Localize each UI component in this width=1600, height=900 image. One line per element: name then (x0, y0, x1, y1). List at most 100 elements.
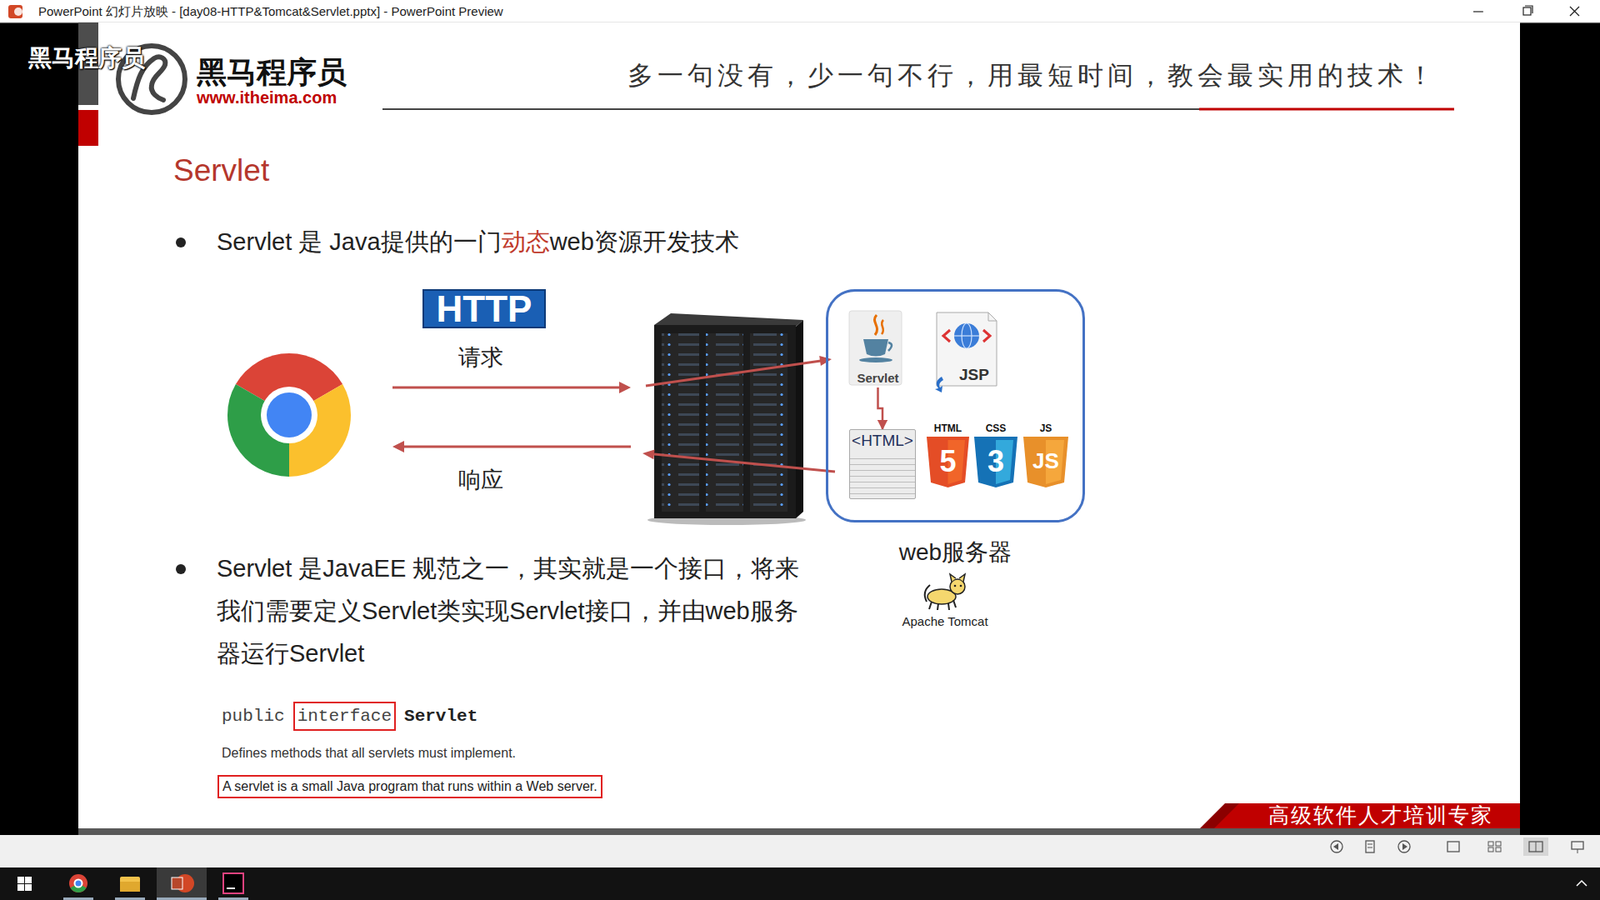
slide-bottom-bar (78, 828, 1520, 835)
cat-legs (929, 600, 956, 610)
request-arrow (392, 386, 621, 390)
logo-red-block (78, 110, 99, 146)
icon-caption: HTML (926, 423, 970, 435)
globe (954, 323, 980, 349)
next-button (1402, 843, 1408, 850)
idea-icon (223, 873, 244, 894)
running-indicator (156, 897, 207, 900)
menu-button (1367, 847, 1373, 849)
header-line (382, 108, 1455, 110)
http-arrows (392, 381, 631, 453)
code-bracket (943, 330, 950, 342)
rack-column (705, 333, 744, 512)
running-indicator (115, 897, 145, 900)
slide-title: Servlet (173, 153, 270, 190)
start-button (25, 884, 32, 891)
bullet-dot (175, 564, 186, 575)
slideshow-button (1577, 849, 1579, 854)
icon-caption: JS (1023, 423, 1069, 435)
slogan: 多一句没有，少一句不行，用最短时间，教会最实用的技术！ (627, 60, 1438, 91)
close-button (1570, 6, 1580, 16)
title-bar (0, 0, 1600, 23)
document-page (936, 312, 997, 386)
sorter-view-button (1488, 841, 1494, 846)
sorter-view-button (1495, 841, 1501, 846)
taskbar (0, 867, 1600, 900)
chrome-center (266, 392, 312, 438)
doc-text: A servlet is a small Java program that r… (217, 775, 603, 799)
return-arrow (654, 454, 835, 472)
chrome-taskbar-icon (75, 880, 83, 888)
tomcat-logo (925, 574, 965, 610)
app-icon (8, 5, 23, 19)
cat-eye (954, 585, 957, 588)
reading-view-button (1529, 841, 1543, 852)
icon-caption: CSS (974, 423, 1018, 435)
rack-column (661, 333, 700, 512)
logo-name: 黑马程序员 (196, 55, 347, 90)
code-bracket (983, 330, 990, 342)
arrow-label: 请求 (458, 345, 504, 371)
forward-arrow (645, 360, 821, 386)
previous-button (1330, 840, 1343, 853)
explorer-icon (120, 881, 140, 892)
flow-arrow (878, 387, 884, 430)
normal-view-button (1447, 841, 1460, 852)
arrow-head (619, 381, 631, 394)
slide-ground (78, 22, 1520, 829)
java-saucer (859, 357, 893, 363)
rack-top (654, 313, 804, 327)
java-cup-handle (888, 342, 892, 351)
shield (974, 436, 1018, 488)
menu-button (1365, 840, 1375, 853)
node-text: JSP (959, 365, 990, 385)
restore-button (1525, 5, 1533, 14)
status-bar (0, 835, 1600, 868)
watermark: 黑马程序员 (28, 45, 145, 72)
chrome-taskbar-icon (69, 874, 88, 893)
link-arrow (935, 376, 944, 393)
header-rule (382, 109, 1455, 110)
start-button (17, 876, 25, 884)
window-title: PowerPoint 幻灯片放映 - [day08-HTTP&Tomcat&Se… (38, 4, 504, 19)
page-fold (988, 312, 997, 321)
response-arrow (402, 445, 631, 449)
next-button (1398, 840, 1410, 853)
taskbar-ground (0, 867, 1600, 900)
node-text: Servlet (856, 370, 899, 385)
doc-text: Defines methods that all servlets must i… (221, 745, 516, 761)
idea-icon (226, 887, 235, 890)
node-text: <HTML> (850, 431, 915, 454)
footer-banner (1200, 803, 1520, 829)
shield (926, 436, 970, 488)
http-badge: HTTP (422, 289, 546, 329)
server-rack (647, 313, 806, 525)
highlight-text: 动态 (501, 227, 550, 256)
chrome-ring (260, 386, 318, 444)
jsp-icon (935, 312, 997, 393)
code-keyword: public (221, 703, 285, 730)
icon-ground (849, 310, 902, 385)
shield (1023, 436, 1069, 488)
jsp-icon-box: JSP (937, 313, 1000, 390)
arrow-head (392, 440, 405, 453)
shield-number: JS (1023, 449, 1069, 475)
title-bar-ground (0, 0, 1600, 23)
restore-button (1523, 7, 1531, 15)
logo (78, 22, 185, 146)
sorter-view-button (1488, 847, 1494, 852)
active-view-highlight (1523, 837, 1549, 856)
status-ground (0, 835, 1600, 868)
banner-text: 高级软件人才培训专家 (1268, 804, 1494, 829)
cat-eye (960, 585, 963, 588)
app-icon-mark (14, 7, 23, 16)
arrow-label: 响应 (458, 467, 504, 494)
banner (1214, 803, 1520, 829)
web-server-box: web服务器ServletJSP<HTML> (825, 289, 1085, 523)
powerpoint-icon (171, 877, 183, 890)
arrow-head (642, 449, 655, 460)
chrome-logo (227, 353, 351, 477)
logo-caption: Apache Tomcat (891, 614, 999, 629)
